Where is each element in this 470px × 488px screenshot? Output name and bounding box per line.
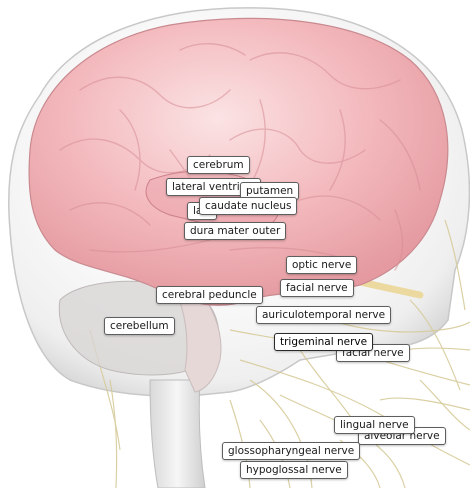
label-dura-mater-outer[interactable]: dura mater outer	[184, 222, 287, 240]
label-caudate-nucleus[interactable]: caudate nucleus	[199, 197, 298, 215]
label-cerebrum[interactable]: cerebrum	[187, 156, 250, 174]
label-cerebral-peduncle[interactable]: cerebral peduncle	[156, 286, 263, 304]
label-lingual-nerve[interactable]: lingual nerve	[334, 416, 415, 434]
label-facial-nerve[interactable]: facial nerve	[280, 279, 354, 297]
label-cerebellum[interactable]: cerebellum	[104, 317, 175, 335]
label-optic-nerve[interactable]: optic nerve	[286, 256, 358, 274]
label-putamen[interactable]: putamen	[240, 182, 300, 200]
optic-nerve-shape	[356, 278, 424, 299]
label-trigeminal-nerve[interactable]: trigeminal nerve	[274, 333, 374, 351]
label-auriculotemporal-nerve[interactable]: auriculotemporal nerve	[256, 306, 392, 324]
brain-stem	[174, 279, 222, 393]
label-lateral-ventricle[interactable]: lateral ventricle	[166, 178, 261, 196]
label-glossopharyngeal-nerve[interactable]: glossopharyngeal nerve	[222, 442, 361, 460]
label-hypoglossal-nerve[interactable]: hypoglossal nerve	[240, 461, 348, 479]
spinal-cord	[149, 379, 206, 488]
